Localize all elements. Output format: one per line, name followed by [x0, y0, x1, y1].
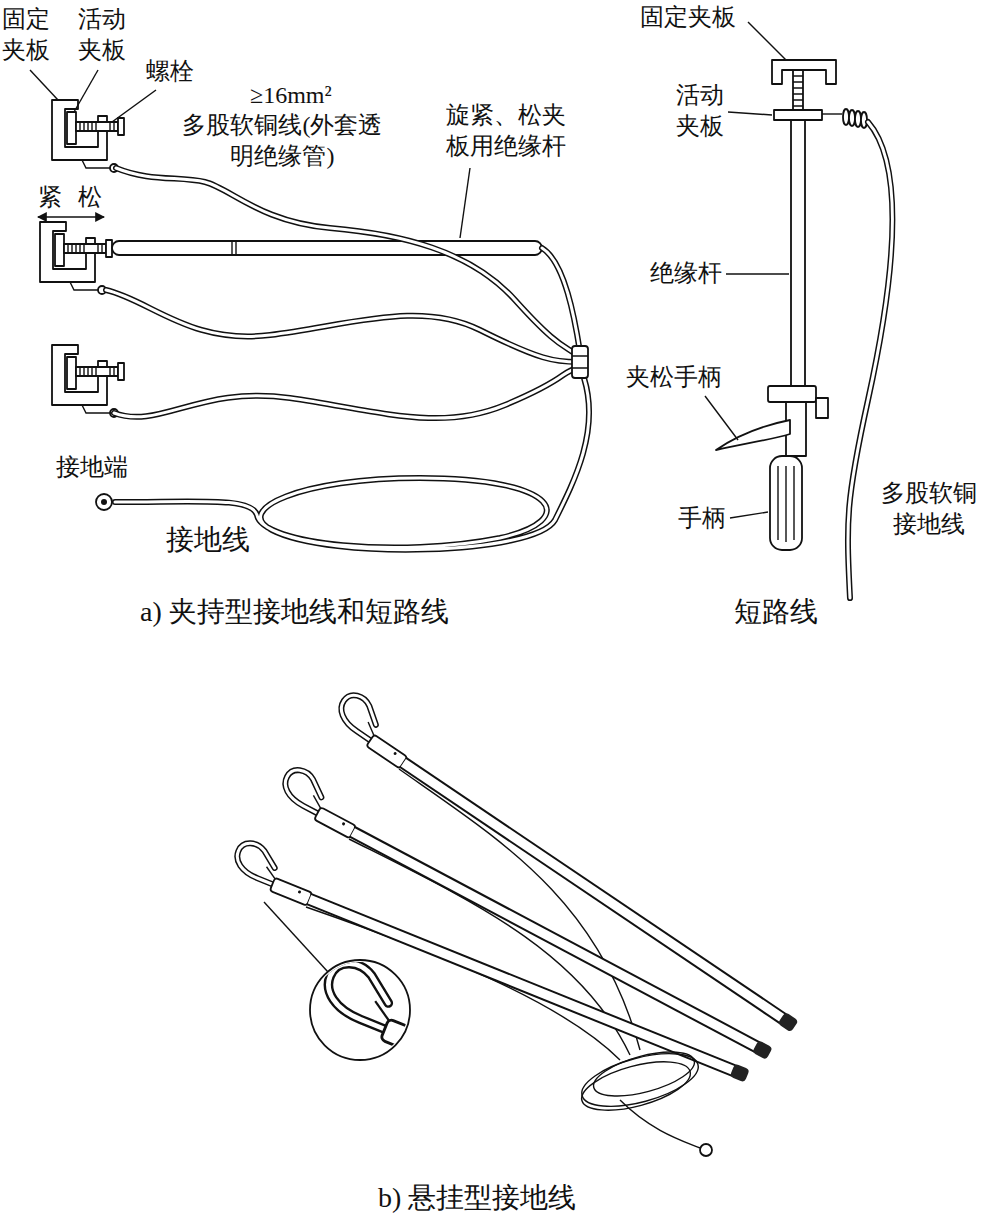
part-label: 多股软铜 接地线 [876, 478, 982, 540]
illustration-stroke [748, 22, 786, 60]
illustration-stroke [726, 273, 789, 274]
part-label: 绝缘杆 [650, 258, 722, 289]
illustration-stroke [30, 70, 58, 100]
illustration-stroke [849, 110, 855, 126]
illustration-stroke [589, 1043, 699, 1105]
illustration-stroke [306, 907, 620, 1060]
illustration-stroke [106, 290, 578, 362]
illustration-stroke [232, 241, 236, 255]
illustration-stroke [774, 110, 822, 120]
illustration-stroke [843, 109, 849, 125]
illustration-stroke [728, 112, 772, 115]
illustration-stroke [620, 1100, 700, 1148]
direction-label: 松 [78, 182, 102, 213]
illustration-stroke [315, 957, 462, 1063]
illustration-stroke [115, 378, 589, 550]
illustration-stroke [38, 216, 104, 217]
illustration-stroke [106, 290, 578, 362]
illustration-stroke [460, 168, 470, 238]
illustration-stroke [822, 113, 842, 114]
illustration-stroke [116, 168, 578, 356]
illustration-stroke [112, 90, 156, 122]
illustration-stroke [848, 122, 893, 598]
part-label: 夹松手柄 [626, 362, 722, 393]
part-label: 接地端 [56, 452, 128, 483]
figure-caption: 短路线 [734, 594, 818, 630]
part-label: 接地线 [166, 522, 250, 558]
illustration-stroke [772, 60, 836, 84]
dimension-label: ≥16mm² [250, 80, 332, 111]
illustration-stroke [399, 769, 640, 1050]
illustration-stroke [52, 100, 124, 172]
illustration-stroke [700, 1144, 712, 1156]
illustration-stroke [572, 346, 588, 378]
figure-caption: b) 悬挂型接地线 [378, 1180, 576, 1216]
part-label: 活动 夹板 [676, 80, 729, 142]
illustration-stroke [229, 839, 759, 1082]
part-label: 活动 夹板 [78, 4, 131, 66]
illustration-stroke [114, 368, 578, 418]
illustration-stroke [542, 248, 580, 352]
illustration-stroke [705, 396, 738, 440]
illustration-stroke [793, 76, 803, 106]
illustration-stroke [115, 378, 589, 550]
illustration-stroke [96, 494, 112, 510]
illustration-stroke [730, 512, 768, 518]
part-label: 多股软铜线(外套透 明绝缘管) [172, 110, 393, 172]
part-label: 螺栓 [146, 56, 194, 87]
illustration-stroke [112, 241, 542, 255]
illustration-stroke [40, 222, 112, 294]
illustration-stroke [114, 368, 578, 418]
illustration-stroke [848, 122, 893, 598]
part-label: 旋紧、松夹 板用绝缘杆 [446, 100, 576, 162]
part-label: 固定 夹板 [2, 4, 55, 66]
direction-label: 紧 [38, 182, 62, 213]
figure-caption: a) 夹持型接地线和短路线 [140, 594, 449, 630]
illustration-stroke [74, 70, 98, 112]
illustration-stroke [52, 345, 124, 417]
illustration-stroke [768, 386, 816, 402]
illustration-stroke [770, 456, 802, 550]
illustration-stroke [816, 398, 828, 418]
illustration-stroke [855, 111, 861, 127]
illustration-stroke [264, 902, 328, 972]
part-label: 固定夹板 [640, 2, 736, 33]
illustration-stroke [542, 248, 580, 352]
illustration-stroke [572, 356, 588, 368]
illustration-stroke [577, 1052, 696, 1120]
illustration-stroke [791, 120, 805, 386]
part-label: 手柄 [678, 503, 726, 534]
illustration-stroke [778, 466, 794, 542]
illustration-stroke [793, 70, 803, 112]
illustration-stroke [310, 960, 410, 1060]
illustration-stroke [315, 957, 462, 1063]
illustration-stroke [116, 168, 578, 356]
illustration-stroke [101, 499, 107, 505]
